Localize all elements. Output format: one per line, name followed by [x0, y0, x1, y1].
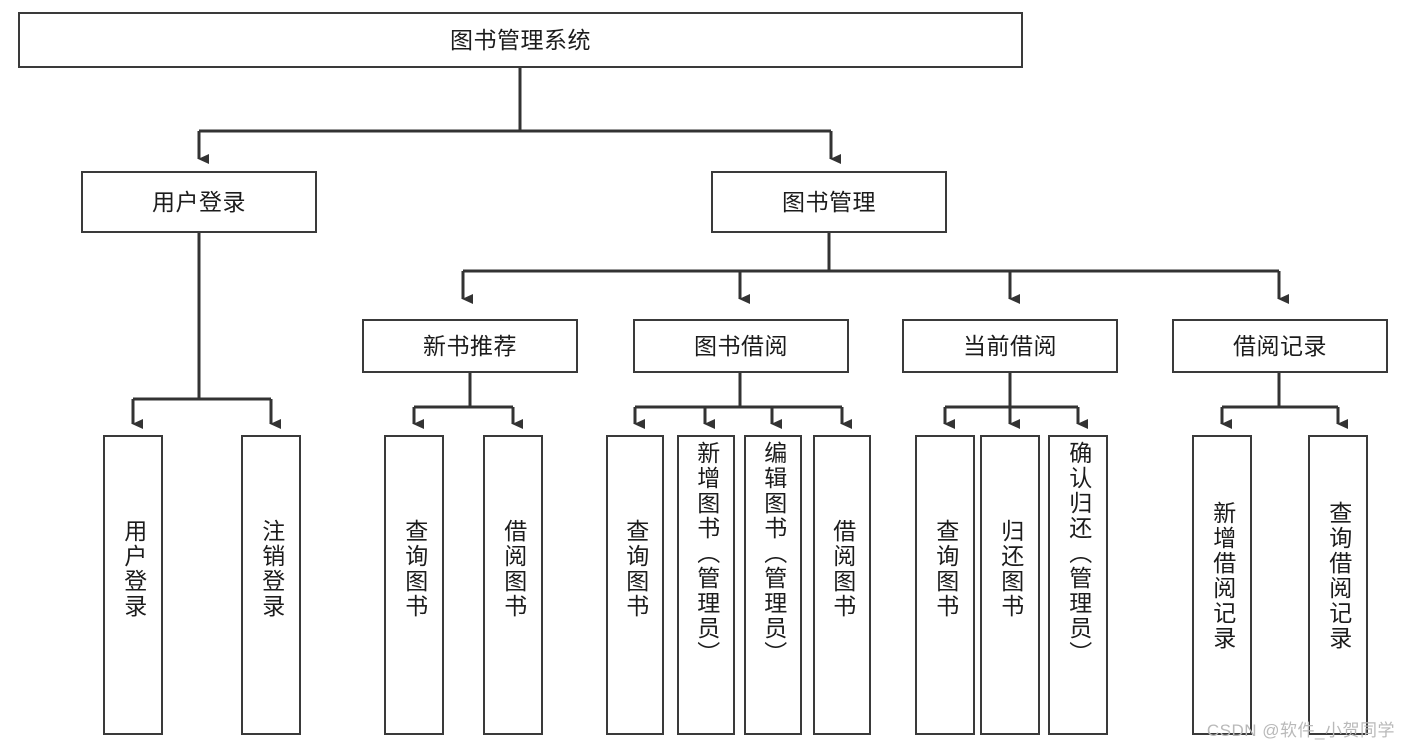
leaf-borrow-book[interactable]: 借阅图书 [813, 435, 871, 735]
node-label: 新增借阅记录 [1209, 501, 1236, 651]
node-book-management[interactable]: 图书管理 [711, 171, 947, 233]
node-label: 编辑图书（管理员） [760, 441, 787, 666]
node-label: 查询借阅记录 [1325, 501, 1352, 651]
leaf-add-book-admin[interactable]: 新增图书（管理员） [677, 435, 735, 735]
node-label: 用户登录 [152, 188, 246, 215]
leaf-borrow-book-recommend[interactable]: 借阅图书 [483, 435, 543, 735]
leaf-confirm-return-admin[interactable]: 确认归还（管理员） [1048, 435, 1108, 735]
node-label: 图书管理系统 [450, 26, 591, 53]
leaf-query-book-recommend[interactable]: 查询图书 [384, 435, 444, 735]
node-label: 借阅图书 [500, 519, 527, 619]
node-label: 用户登录 [120, 519, 147, 619]
node-label: 查询图书 [622, 519, 649, 619]
node-label: 查询图书 [932, 519, 959, 619]
csdn-watermark: CSDN @软件_小贺同学 [1206, 721, 1395, 740]
node-borrow-record[interactable]: 借阅记录 [1172, 319, 1388, 373]
leaf-query-book-current[interactable]: 查询图书 [915, 435, 975, 735]
node-label: 归还图书 [997, 519, 1024, 619]
node-current-borrow[interactable]: 当前借阅 [902, 319, 1118, 373]
leaf-add-borrow-record[interactable]: 新增借阅记录 [1192, 435, 1252, 735]
node-label: 新增图书（管理员） [693, 441, 720, 666]
node-label: 图书管理 [782, 188, 876, 215]
node-new-book-recommend[interactable]: 新书推荐 [362, 319, 578, 373]
node-label: 图书借阅 [694, 332, 788, 359]
node-book-borrow[interactable]: 图书借阅 [633, 319, 849, 373]
node-label: 注销登录 [258, 519, 285, 619]
node-label: 确认归还（管理员） [1065, 441, 1092, 666]
node-label: 查询图书 [401, 519, 428, 619]
leaf-logout[interactable]: 注销登录 [241, 435, 301, 735]
node-label: 借阅图书 [829, 519, 856, 619]
leaf-query-borrow-record[interactable]: 查询借阅记录 [1308, 435, 1368, 735]
node-label: 新书推荐 [423, 332, 517, 359]
node-user-login[interactable]: 用户登录 [81, 171, 317, 233]
leaf-query-book-borrow[interactable]: 查询图书 [606, 435, 664, 735]
node-label: 当前借阅 [963, 332, 1057, 359]
leaf-edit-book-admin[interactable]: 编辑图书（管理员） [744, 435, 802, 735]
node-root-book-management-system[interactable]: 图书管理系统 [18, 12, 1023, 68]
leaf-return-book[interactable]: 归还图书 [980, 435, 1040, 735]
node-label: 借阅记录 [1233, 332, 1327, 359]
leaf-user-login[interactable]: 用户登录 [103, 435, 163, 735]
